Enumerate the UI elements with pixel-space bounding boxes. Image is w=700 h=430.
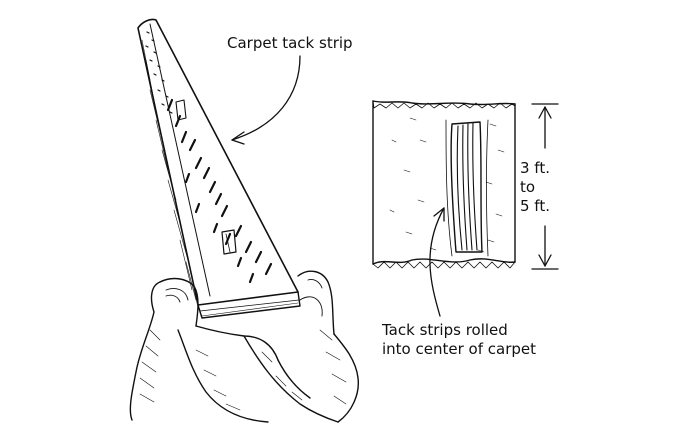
carpet-panel-drawing — [372, 100, 516, 269]
label-dimension-line1: 3 ft. — [520, 159, 550, 177]
label-tack-strips-line1: Tack strips rolled — [382, 321, 508, 339]
label-dimension-line2: to — [520, 178, 536, 196]
label-carpet-tack-strip: Carpet tack strip — [227, 34, 353, 52]
arrow-tack-strip — [231, 55, 301, 145]
label-tack-strips-line2: into center of carpet — [382, 340, 536, 358]
tack-strip-drawing — [137, 18, 301, 319]
dimension-arrows — [531, 103, 559, 270]
arrow-tack-strips-rolled — [429, 207, 445, 317]
label-dimension-line3: 5 ft. — [520, 197, 550, 215]
hand-drawing — [129, 270, 359, 423]
label-dimension: 3 ft. to 5 ft. — [520, 159, 550, 216]
label-tack-strips-rolled: Tack strips rolled into center of carpet — [382, 321, 536, 359]
